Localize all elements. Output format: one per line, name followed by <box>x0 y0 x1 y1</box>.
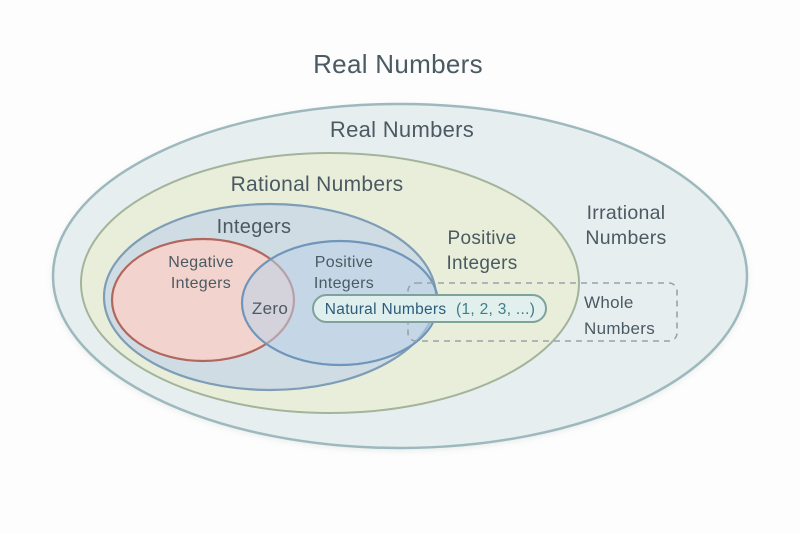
positive-integers-inner-label-line1: Positive <box>315 254 373 271</box>
whole-numbers-label: Whole Numbers <box>584 293 655 338</box>
negative-integers-label-line2: Integers <box>171 275 231 292</box>
positive-integers-inner-label-line2: Integers <box>314 275 374 292</box>
rational-numbers-label: Rational Numbers <box>231 173 404 196</box>
zero-label: Zero <box>252 299 288 318</box>
irrational-numbers-label-line1: Irrational <box>587 202 666 224</box>
positive-integers-outer-label-line2: Integers <box>446 253 517 274</box>
irrational-numbers-label: Irrational Numbers <box>585 202 666 249</box>
whole-numbers-label-line2: Numbers <box>584 319 655 338</box>
negative-integers-label: Negative Integers <box>168 254 234 292</box>
integers-label: Integers <box>217 216 292 238</box>
negative-integers-label-line1: Negative <box>168 254 234 271</box>
natural-numbers-label-sequence: (1, 2, 3, ...) <box>456 301 535 318</box>
natural-numbers-pill <box>312 294 547 323</box>
whole-numbers-label-line1: Whole <box>584 293 634 312</box>
positive-integers-outer-label-line1: Positive <box>448 228 517 249</box>
natural-numbers-label: Natural Numbers (1, 2, 3, ...) <box>325 301 535 318</box>
positive-integers-outer-label: Positive Integers <box>446 228 517 274</box>
irrational-numbers-label-line2: Numbers <box>585 227 666 249</box>
page-title: Real Numbers <box>313 49 483 79</box>
real-numbers-label: Real Numbers <box>330 117 474 142</box>
natural-numbers-label-name: Natural Numbers <box>325 301 447 318</box>
positive-integers-inner-label: Positive Integers <box>314 254 374 292</box>
